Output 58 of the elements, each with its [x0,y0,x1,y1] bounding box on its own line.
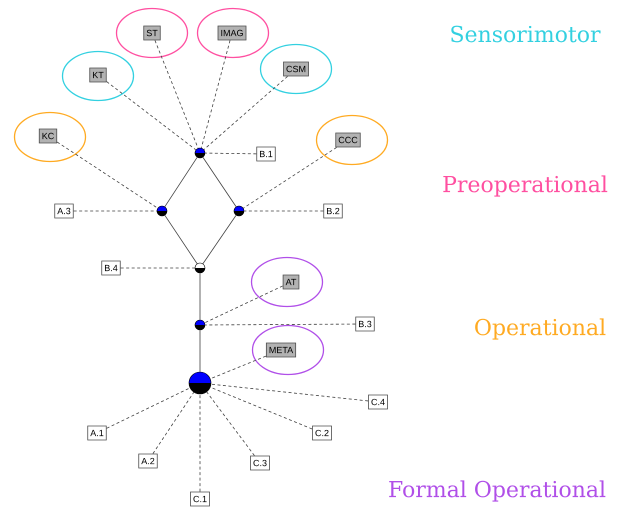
tag-box: KT [89,68,107,82]
stage-ellipse [250,256,324,308]
tag-box: META [266,342,296,358]
dashed-connector [204,76,288,150]
label-box: B.2 [323,204,343,218]
label-box: B.1 [256,146,276,162]
label-box: C.3 [250,456,270,470]
label-box: B.3 [355,316,375,332]
tag-box: KC [38,128,58,144]
stage-ellipse [252,324,324,376]
stage-label: Operational [475,318,606,340]
dashed-connector [106,388,190,429]
label-box: A.3 [54,204,74,218]
dashed-connector [206,392,255,456]
tag-box: AT [282,274,300,290]
stage-ellipse [62,50,134,102]
dashed-connector [210,384,368,402]
stage-ellipse [316,114,388,166]
stage-label: Sensorimotor [451,26,601,42]
dashed-connector [56,142,158,208]
dashed-connector [244,210,324,212]
tag-box: IMAG [218,26,246,40]
stage-ellipse [196,8,270,58]
stage-ellipse [116,8,188,58]
connector-line [164,157,198,207]
half-filled-circle [194,262,206,274]
half-filled-circle [194,320,206,330]
stage-label: Preoperational [443,175,608,197]
half-filled-circle [156,206,168,216]
dashed-connector [106,81,196,150]
label-box: B.4 [101,260,121,276]
dashed-connector [204,286,284,324]
half-filled-circle [234,206,244,216]
stage-ellipse [14,112,86,162]
dashed-connector [73,210,158,212]
dashed-connector [210,386,312,430]
dashed-connector [210,356,266,380]
label-box: A.2 [138,454,158,468]
connector-line [202,157,236,207]
half-filled-circle [194,148,206,158]
stage-ellipse [260,44,332,94]
tag-box: ST [143,26,161,40]
tag-box: CCC [335,132,361,148]
stage-label: Formal Operational [389,480,606,502]
half-filled-circle [188,372,212,394]
dashed-connector [154,40,198,148]
tag-box: CSM [283,62,309,76]
dashed-connector [204,324,356,326]
dashed-connector [204,152,257,154]
label-box: C.4 [368,394,388,410]
dashed-connector [243,147,338,209]
label-box: C.1 [190,492,210,506]
label-box: A.1 [87,426,107,440]
connector-line [164,215,198,264]
dashed-connector [152,392,194,454]
dashed-connector [200,40,230,148]
label-box: C.2 [312,426,332,440]
connector-line [202,214,236,264]
